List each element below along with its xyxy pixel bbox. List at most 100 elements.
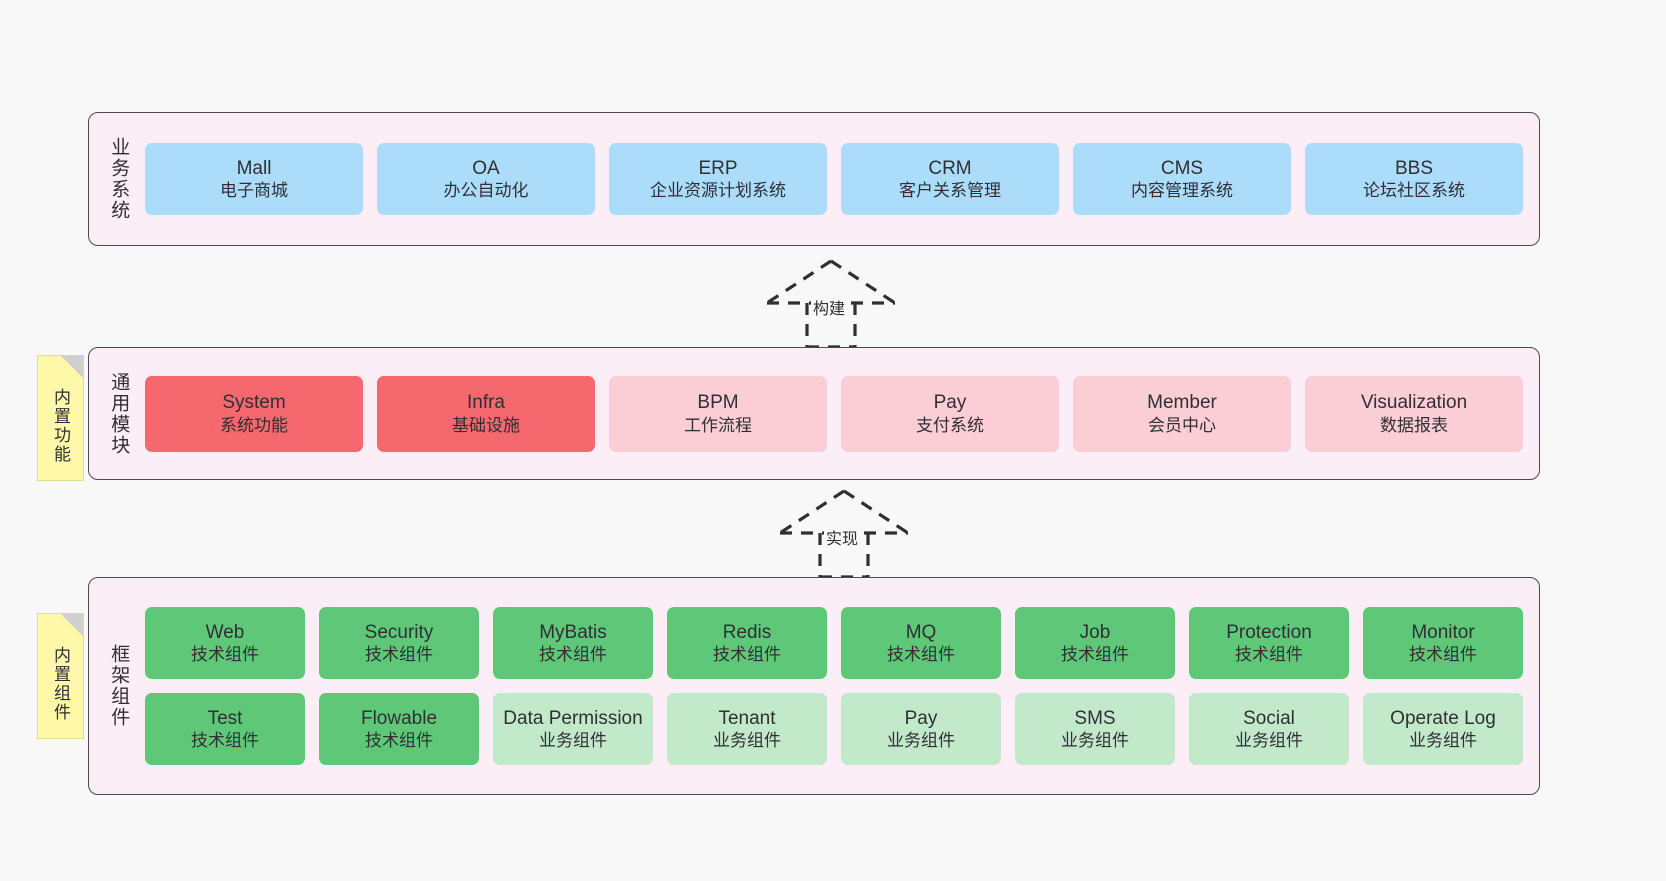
card-subtitle: 支付系统 [916, 415, 984, 435]
card-subtitle: 数据报表 [1380, 415, 1448, 435]
card-pay-module[interactable]: Pay 支付系统 [841, 375, 1059, 452]
card-title: Visualization [1360, 392, 1468, 414]
sticky-note-builtin-functions: 内置功能 [37, 355, 84, 481]
card-system[interactable]: System 系统功能 [145, 375, 363, 452]
card-data-permission[interactable]: Data Permission 业务组件 [493, 693, 653, 765]
card-job[interactable]: Job 技术组件 [1015, 607, 1175, 679]
card-subtitle: 电子商城 [220, 181, 288, 201]
card-title: Protection [1226, 621, 1312, 643]
card-social[interactable]: Social 业务组件 [1189, 693, 1349, 765]
card-erp[interactable]: ERP 企业资源计划系统 [609, 143, 827, 215]
layer-title-framework-components: 框架组件 [108, 644, 130, 728]
card-title: Pay [933, 392, 967, 414]
card-title: Member [1147, 392, 1217, 414]
card-subtitle: 技术组件 [539, 645, 607, 665]
card-title: Flowable [360, 707, 438, 729]
card-subtitle: 业务组件 [887, 731, 955, 751]
card-flowable[interactable]: Flowable 技术组件 [319, 693, 479, 765]
card-subtitle: 企业资源计划系统 [650, 181, 786, 201]
card-subtitle: 客户关系管理 [899, 181, 1001, 201]
card-subtitle: 技术组件 [713, 645, 781, 665]
card-infra[interactable]: Infra 基础设施 [377, 375, 595, 452]
card-title: Monitor [1411, 621, 1475, 643]
card-security[interactable]: Security 技术组件 [319, 607, 479, 679]
card-title: ERP [698, 157, 738, 179]
layer-framework-components: 框架组件 Web 技术组件 Security 技术组件 MyBatis 技术组件… [88, 577, 1540, 795]
card-title: Security [364, 621, 434, 643]
card-title: Infra [466, 392, 506, 414]
card-mybatis[interactable]: MyBatis 技术组件 [493, 607, 653, 679]
card-subtitle: 系统功能 [220, 415, 288, 435]
arrow-implement: 实现 [764, 487, 924, 579]
card-protection[interactable]: Protection 技术组件 [1189, 607, 1349, 679]
sticky-note-builtin-components: 内置组件 [37, 613, 84, 739]
card-subtitle: 技术组件 [365, 645, 433, 665]
card-subtitle: 业务组件 [1235, 731, 1303, 751]
card-subtitle: 业务组件 [713, 731, 781, 751]
card-title: Pay [904, 707, 938, 729]
card-title: Tenant [718, 707, 776, 729]
arrow-label-implement: 实现 [824, 525, 861, 549]
card-bbs[interactable]: BBS 论坛社区系统 [1305, 143, 1523, 215]
card-sms[interactable]: SMS 业务组件 [1015, 693, 1175, 765]
card-monitor[interactable]: Monitor 技术组件 [1363, 607, 1523, 679]
card-subtitle: 技术组件 [365, 731, 433, 751]
card-title: Data Permission [503, 707, 643, 729]
card-title: Web [205, 621, 245, 643]
card-redis[interactable]: Redis 技术组件 [667, 607, 827, 679]
card-subtitle: 工作流程 [684, 415, 752, 435]
card-title: BPM [697, 392, 739, 414]
card-subtitle: 技术组件 [1235, 645, 1303, 665]
layer-body-business-systems: Mall 电子商城 OA 办公自动化 ERP 企业资源计划系统 CRM 客户关系… [135, 113, 1539, 245]
card-mq[interactable]: MQ 技术组件 [841, 607, 1001, 679]
card-subtitle: 办公自动化 [443, 181, 529, 201]
card-row: Web 技术组件 Security 技术组件 MyBatis 技术组件 Redi… [145, 607, 1523, 679]
card-title: SMS [1074, 707, 1116, 729]
card-tenant[interactable]: Tenant 业务组件 [667, 693, 827, 765]
card-crm[interactable]: CRM 客户关系管理 [841, 143, 1059, 215]
card-bpm[interactable]: BPM 工作流程 [609, 375, 827, 452]
card-title: BBS [1394, 157, 1434, 179]
layer-general-modules: 通用模块 System 系统功能 Infra 基础设施 BPM 工作流程 Pay… [88, 347, 1540, 480]
card-title: Test [207, 707, 243, 729]
layer-body-general-modules: System 系统功能 Infra 基础设施 BPM 工作流程 Pay 支付系统… [135, 348, 1539, 479]
card-subtitle: 内容管理系统 [1131, 181, 1233, 201]
card-title: Mall [236, 157, 272, 179]
card-title: OA [472, 157, 500, 179]
card-member[interactable]: Member 会员中心 [1073, 375, 1291, 452]
card-title: MyBatis [539, 621, 607, 643]
card-subtitle: 技术组件 [887, 645, 955, 665]
arrow-label-build: 构建 [811, 295, 848, 319]
arrow-head-left [766, 259, 832, 305]
card-operate-log[interactable]: Operate Log 业务组件 [1363, 693, 1523, 765]
layer-business-systems: 业务系统 Mall 电子商城 OA 办公自动化 ERP 企业资源计划系统 CRM… [88, 112, 1540, 246]
card-subtitle: 技术组件 [191, 731, 259, 751]
card-pay-component[interactable]: Pay 业务组件 [841, 693, 1001, 765]
card-title: Social [1243, 707, 1295, 729]
card-visualization[interactable]: Visualization 数据报表 [1305, 375, 1523, 452]
card-subtitle: 会员中心 [1148, 415, 1216, 435]
card-oa[interactable]: OA 办公自动化 [377, 143, 595, 215]
card-subtitle: 基础设施 [452, 415, 520, 435]
layer-body-framework-components: Web 技术组件 Security 技术组件 MyBatis 技术组件 Redi… [135, 578, 1539, 794]
card-subtitle: 技术组件 [1409, 645, 1477, 665]
card-title: Operate Log [1390, 707, 1496, 729]
card-cms[interactable]: CMS 内容管理系统 [1073, 143, 1291, 215]
arrow-head-right [830, 259, 896, 305]
card-row: Mall 电子商城 OA 办公自动化 ERP 企业资源计划系统 CRM 客户关系… [145, 143, 1523, 215]
card-mall[interactable]: Mall 电子商城 [145, 143, 363, 215]
card-subtitle: 技术组件 [1061, 645, 1129, 665]
layer-title-business-systems: 业务系统 [108, 137, 130, 221]
arrow-head-left [779, 489, 845, 535]
card-title: System [222, 392, 286, 414]
card-web[interactable]: Web 技术组件 [145, 607, 305, 679]
card-title: Job [1079, 621, 1111, 643]
card-test[interactable]: Test 技术组件 [145, 693, 305, 765]
arrow-build: 构建 [751, 257, 911, 349]
card-subtitle: 技术组件 [191, 645, 259, 665]
arrow-head-right [843, 489, 909, 535]
card-title: CMS [1160, 157, 1204, 179]
layer-title-general-modules: 通用模块 [108, 371, 130, 456]
card-title: CRM [928, 157, 972, 179]
